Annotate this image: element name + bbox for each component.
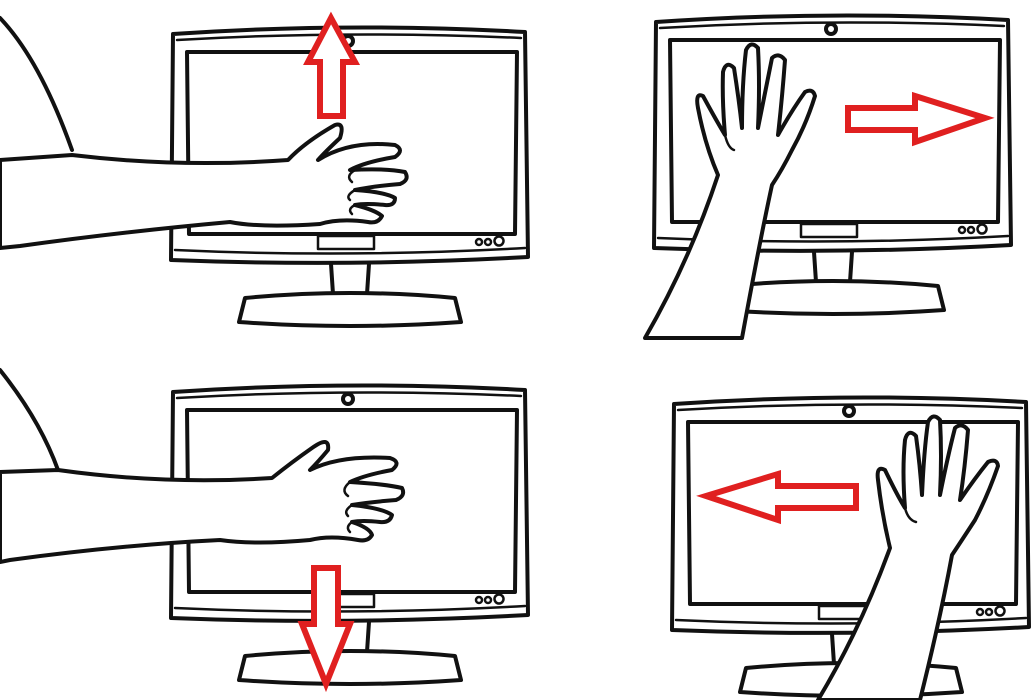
- panel-swipe-right: [645, 15, 1011, 338]
- arm-outline: [0, 18, 72, 150]
- panel-swipe-down: [0, 370, 528, 684]
- arm-outline: [0, 370, 58, 470]
- panel-swipe-up: [0, 18, 528, 326]
- panel-swipe-left: [672, 397, 1029, 700]
